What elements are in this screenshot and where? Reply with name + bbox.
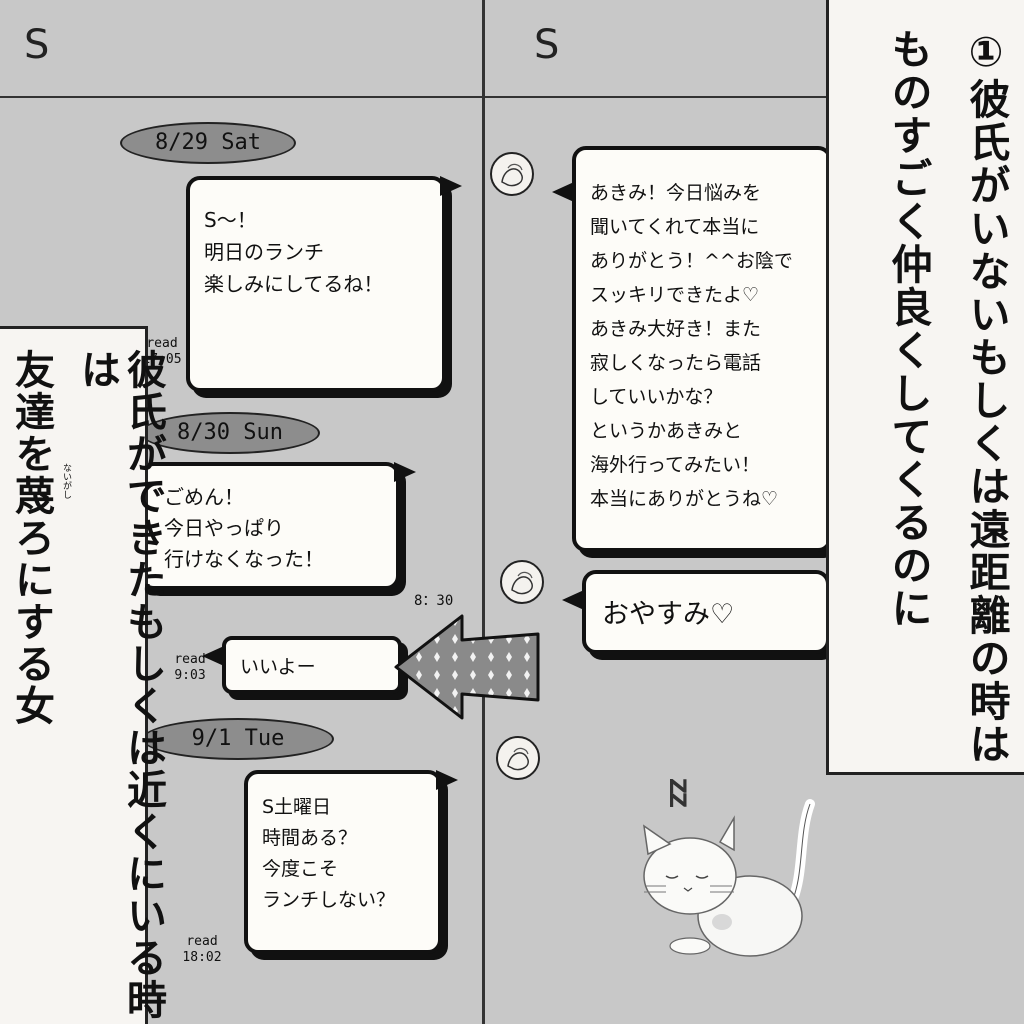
reply-tail: [202, 646, 224, 666]
bubble-tail-5: [562, 590, 584, 610]
bubble-tail-1: [440, 176, 462, 196]
message-bubble-2: ごめん！ 今日やっぱり 行けなくなった！: [140, 462, 400, 590]
avatar-icon-3: [496, 736, 540, 780]
cat-icon: [643, 799, 815, 957]
read-receipt-3: read 18:02: [180, 934, 224, 966]
message-text-1: S〜！ 明日のランチ 楽しみにしてるね！: [204, 208, 384, 296]
right-caption-line-1: ①彼氏がいないもしくは遠距離の時は: [962, 28, 1010, 766]
bubble-tail-3: [436, 770, 458, 790]
avatar-icon-2: [500, 560, 544, 604]
read-time-3: 18:02: [182, 950, 222, 965]
right-chat-header: S: [484, 0, 828, 98]
message-text-4: あきみ！今日悩みを 聞いてくれて本当に ありがとう！^^お陰で スッキリできたよ…: [590, 182, 793, 510]
read-time-2: 9:03: [174, 668, 206, 683]
reply-bubble: いいよー: [222, 636, 402, 694]
date-pill-2: 8/30 Sun: [140, 412, 320, 454]
right-caption-line-2: ものすごく仲良くしてくるのに: [884, 28, 932, 630]
right-caption-panel: ①彼氏がいないもしくは遠距離の時は ものすごく仲良くしてくるのに: [826, 0, 1024, 775]
read-receipt-1: read 17:05: [142, 336, 182, 368]
date-pill-3: 9/1 Tue: [142, 718, 334, 760]
bubble-tail-4: [552, 182, 574, 202]
left-chat-header: S: [0, 0, 484, 98]
message-text-5: おやすみ♡: [602, 599, 735, 630]
message-bubble-5: おやすみ♡: [582, 570, 830, 654]
left-caption-line-2: 友達を蔑ろにする女: [8, 349, 54, 727]
left-caption-panel: 彼氏ができたもしくは近くにいる時は 友達を蔑ろにする女 ないがし: [0, 326, 166, 1024]
reply-text: いいよー: [240, 656, 316, 678]
read-time-1: 17:05: [142, 352, 182, 367]
left-arrow-icon: [394, 614, 540, 720]
read-label-3: read: [186, 934, 218, 949]
message-bubble-4: あきみ！今日悩みを 聞いてくれて本当に ありがとう！^^お陰で スッキリできたよ…: [572, 146, 832, 552]
read-label-1: read: [146, 336, 178, 351]
message-text-2: ごめん！ 今日やっぱり 行けなくなった！: [164, 485, 324, 571]
left-contact-name: S: [24, 22, 50, 68]
read-receipt-2: read 9:03: [168, 652, 212, 684]
message-text-3: S土曜日 時間ある？ 今度こそ ランチしない？: [262, 796, 396, 911]
avatar-icon-1: [490, 152, 534, 196]
right-contact-name: S: [534, 22, 560, 68]
left-caption-line-1: 彼氏ができたもしくは近くにいる時は: [74, 349, 166, 1021]
bubble-tail-2: [394, 462, 416, 482]
chat-divider: [482, 0, 485, 1024]
message-bubble-3: S土曜日 時間ある？ 今度こそ ランチしない？: [244, 770, 442, 954]
sent-time-2: 8：30: [414, 593, 454, 609]
sleep-zz: ZZ: [664, 778, 689, 806]
read-label-2: read: [174, 652, 206, 667]
ruby-annotation: ないがし: [61, 463, 71, 499]
date-pill-1: 8/29 Sat: [120, 122, 296, 164]
message-bubble-1: S〜！ 明日のランチ 楽しみにしてるね！: [186, 176, 446, 392]
